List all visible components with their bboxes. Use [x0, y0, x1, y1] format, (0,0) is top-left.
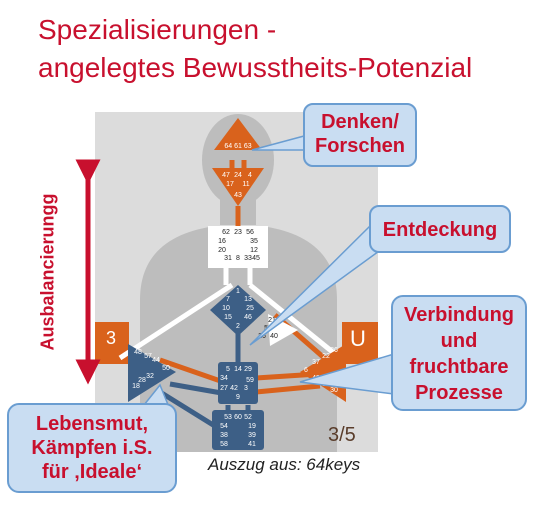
- corner-right-label: U: [350, 326, 366, 351]
- callout-verbindung: Verbindung und fruchtbare Prozesse: [392, 302, 526, 406]
- callout-box-denken: [303, 103, 417, 167]
- gate-30: 30: [330, 387, 338, 394]
- callout-entdeckung-line1: Entdeckung: [382, 219, 498, 241]
- spleen-center: [128, 344, 176, 402]
- g-center: [210, 285, 266, 336]
- gate-35: 35: [250, 238, 258, 245]
- callout-denken-line2: Forschen: [314, 135, 406, 157]
- gate-56: 56: [246, 229, 254, 236]
- gate-28: 28: [138, 377, 146, 384]
- callout-entdeckung: Entdeckung: [370, 218, 510, 242]
- callout-denken-line1: Denken/: [321, 111, 399, 133]
- page-title-line-1: Spezialisierungen -: [38, 14, 277, 45]
- gate-22: 22: [322, 353, 330, 360]
- gate-23: 23: [234, 229, 242, 236]
- gate-42: 42: [230, 385, 238, 392]
- gate-31: 31: [224, 255, 232, 262]
- gate-32: 32: [146, 373, 154, 380]
- gate-13: 13: [244, 296, 252, 303]
- gate-54: 54: [220, 423, 228, 430]
- callout-lebensmut-line3: für ‚Ideale‘: [41, 461, 143, 483]
- callout-verbindung-line3: fruchtbare: [409, 356, 509, 378]
- gate-34: 34: [220, 375, 228, 382]
- gate-3: 3: [244, 385, 248, 392]
- gate-18: 18: [132, 383, 140, 390]
- gate-38: 38: [220, 432, 228, 439]
- gate-1: 1: [236, 288, 240, 295]
- callout-verbindung-line4: Prozesse: [415, 382, 503, 404]
- gate-25: 25: [246, 305, 254, 312]
- gate-50: 50: [162, 365, 170, 372]
- gate-6: 6: [304, 367, 308, 374]
- callout-box-entdeckung: [369, 205, 511, 253]
- gate-10: 10: [222, 305, 230, 312]
- gate-46: 46: [244, 314, 252, 321]
- gate-52: 52: [244, 414, 252, 421]
- gate-57: 57: [144, 353, 152, 360]
- callout-box-lebensmut: [7, 403, 177, 493]
- gate-47: 47: [222, 172, 230, 179]
- gate-58: 58: [220, 441, 228, 448]
- callout-box-verbindung: [391, 295, 527, 411]
- gate-62: 62: [222, 229, 230, 236]
- balance-axis-label: Ausbalancierungg: [37, 193, 58, 351]
- source-caption: Auszug aus: 64keys: [208, 455, 361, 474]
- gate-19: 19: [248, 423, 256, 430]
- corner-left-label: 3: [106, 328, 117, 348]
- head-gates: 64 61 63: [224, 143, 251, 150]
- gate-7: 7: [226, 296, 230, 303]
- gate-59: 59: [246, 377, 254, 384]
- gate-45: 45: [252, 255, 260, 262]
- gate-37: 37: [312, 359, 320, 366]
- gate-24: 24: [234, 172, 242, 179]
- axis-label-container: Ausbalancierungg: [28, 182, 68, 362]
- gate-41: 41: [248, 441, 256, 448]
- head-center: [214, 118, 262, 150]
- gate-11: 11: [242, 181, 249, 188]
- gate-48: 48: [134, 349, 142, 356]
- callout-verbindung-line2: und: [440, 330, 478, 352]
- gate-5: 5: [226, 366, 230, 373]
- gate-36: 36: [330, 347, 338, 354]
- gate-43: 43: [234, 192, 242, 199]
- ajna-center: [212, 168, 264, 206]
- gate-44: 44: [152, 357, 160, 364]
- profile-label: 3/5: [328, 424, 356, 446]
- gate-40: 40: [270, 333, 278, 340]
- gate-4: 4: [248, 172, 252, 179]
- callout-verbindung-line1: Verbindung: [404, 304, 514, 326]
- gate-39: 39: [248, 432, 256, 439]
- gate-21: 21: [268, 317, 276, 324]
- solar-plexus-center: [300, 344, 346, 402]
- corner-block-right: [342, 322, 378, 364]
- callout-lebensmut: Lebensmut, Kämpfen i.S. für ‚Ideale‘: [8, 412, 176, 484]
- gate-2: 2: [236, 323, 240, 330]
- gate-8: 8: [236, 255, 240, 262]
- gate-33: 33: [244, 255, 252, 262]
- gate-29: 29: [244, 366, 252, 373]
- callout-denken: Denken/ Forschen: [304, 110, 416, 158]
- gate-15: 15: [224, 314, 232, 321]
- gate-12: 12: [250, 247, 258, 254]
- gate-9: 9: [236, 394, 240, 401]
- gate-60: 60: [234, 414, 242, 421]
- gate-14: 14: [234, 366, 242, 373]
- gate-53: 53: [224, 414, 232, 421]
- callout-lebensmut-line2: Kämpfen i.S.: [31, 437, 153, 459]
- gate-27: 27: [220, 385, 228, 392]
- callout-lebensmut-line1: Lebensmut,: [35, 413, 149, 435]
- root-center: [212, 410, 264, 450]
- gate-17: 17: [226, 181, 234, 188]
- gate-20: 20: [218, 247, 226, 254]
- sacral-center: [218, 362, 258, 404]
- throat-center: [208, 226, 268, 268]
- gate-16: 16: [218, 238, 226, 245]
- page-title-line-2: angelegtes Bewusstheits-Potenzial: [38, 52, 473, 83]
